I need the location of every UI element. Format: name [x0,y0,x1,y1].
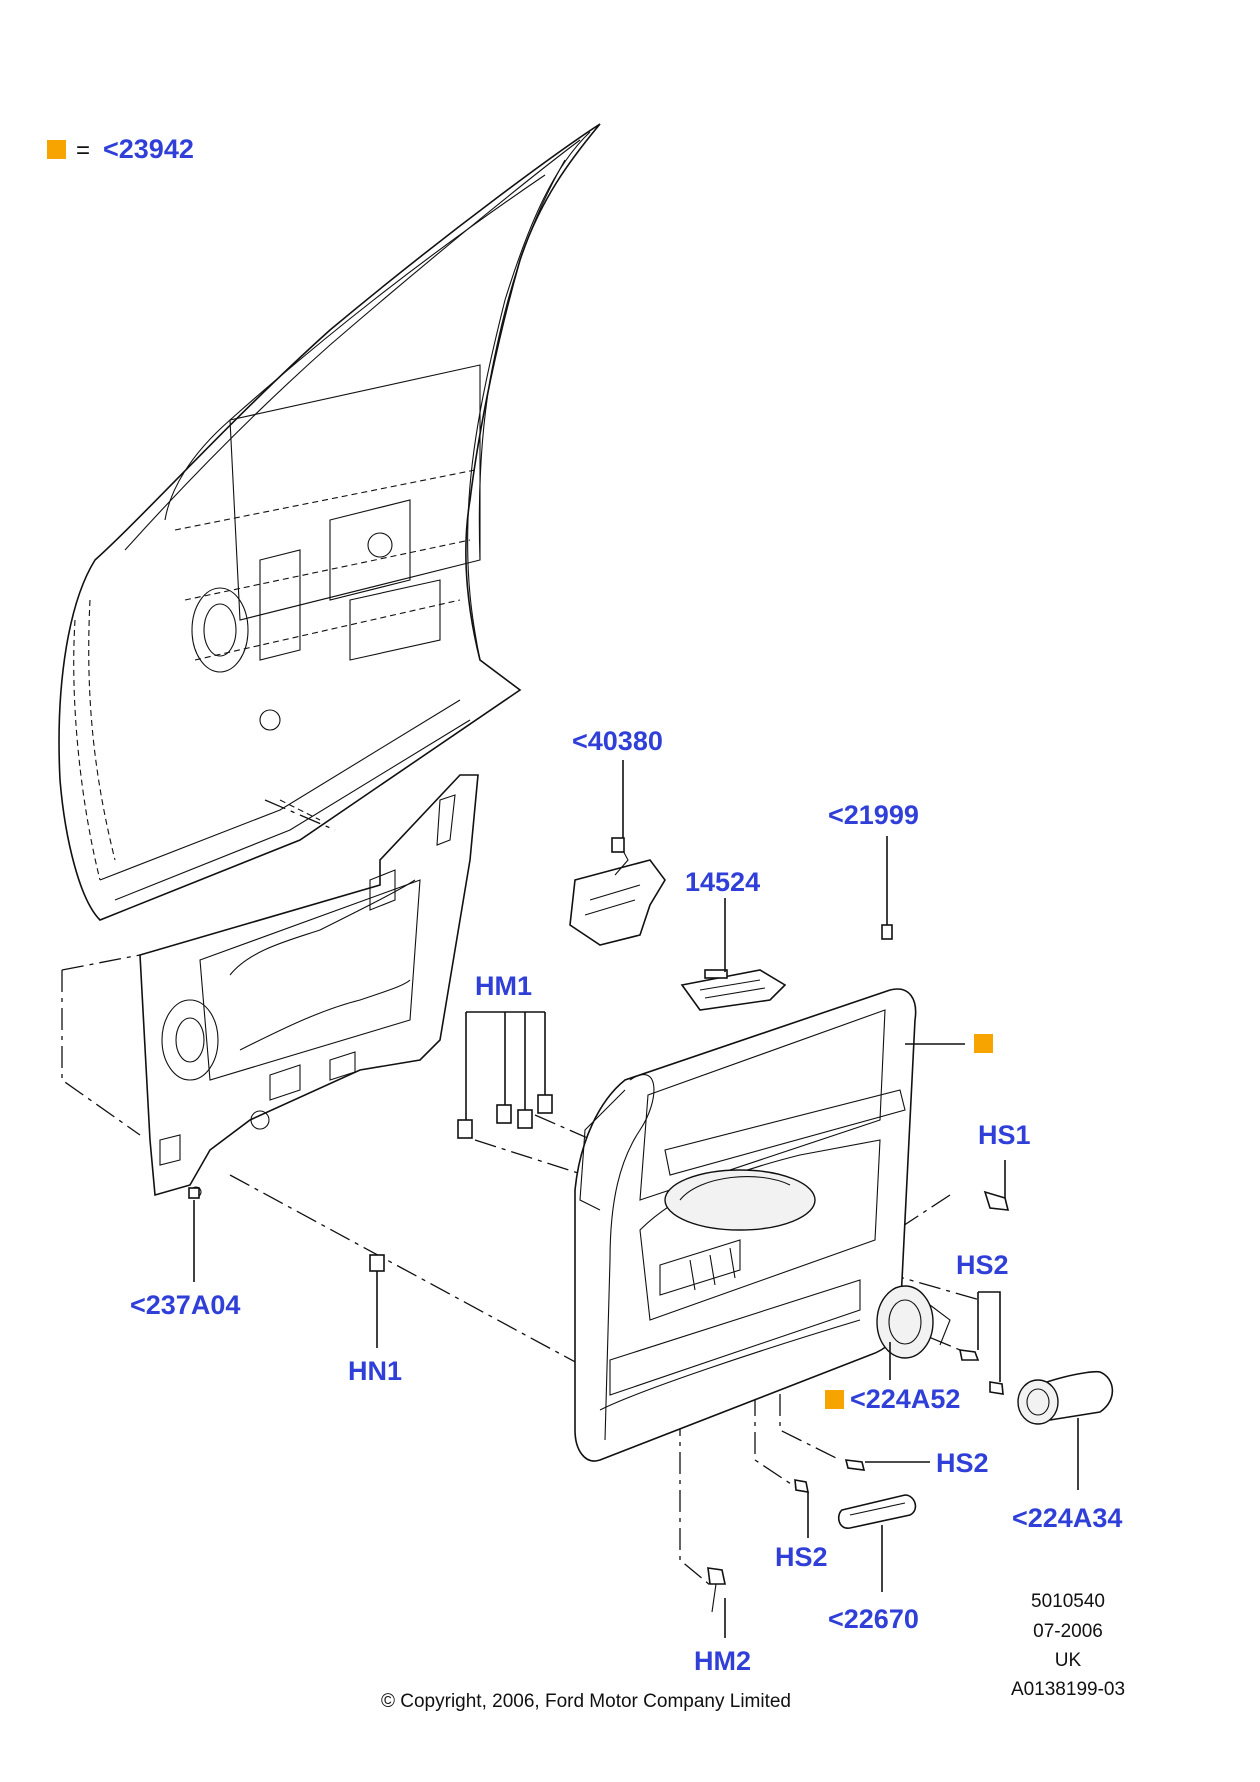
callout-237a04[interactable]: <237A04 [130,1290,240,1320]
door-shell-drawing [58,123,601,921]
callout-hm2[interactable]: HM2 [694,1646,751,1676]
callout-224a34[interactable]: <224A34 [1012,1503,1122,1533]
callout-hs1[interactable]: HS1 [978,1120,1031,1150]
callout-hn1[interactable]: HN1 [348,1356,402,1386]
info-block: 5010540 07-2006 UK A0138199-03 [1011,1591,1125,1700]
legend-marker [47,140,66,159]
legend-equals: = [76,137,90,164]
door-trim-panel-drawing [574,988,917,1462]
callout-hm1[interactable]: HM1 [475,971,532,1001]
callout-labels: <40380 <21999 14524 HM1 HS1 HS2 <224A52 … [130,726,1122,1676]
info-line-2: 07-2006 [1033,1621,1103,1642]
info-line-4: A0138199-03 [1011,1679,1125,1700]
info-line-3: UK [1055,1650,1082,1671]
callout-14524[interactable]: 14524 [685,867,760,897]
info-line-1: 5010540 [1031,1591,1105,1612]
small-parts-drawing [188,837,1114,1613]
callout-21999[interactable]: <21999 [828,800,919,830]
callout-hs2-middle[interactable]: HS2 [936,1448,989,1478]
callout-hs2-lower[interactable]: HS2 [775,1542,828,1572]
marker-panel [974,1034,993,1053]
inner-panel-drawing [61,774,479,1198]
legend: = <23942 [47,134,194,164]
callout-hs2-upper[interactable]: HS2 [956,1250,1009,1280]
callout-22670[interactable]: <22670 [828,1604,919,1634]
legend-ref[interactable]: <23942 [103,134,194,164]
marker-224a52 [825,1390,844,1409]
copyright: © Copyright, 2006, Ford Motor Company Li… [381,1691,791,1712]
leader-lines [193,760,1079,1638]
callout-224a52[interactable]: <224A52 [850,1384,960,1414]
callout-40380[interactable]: <40380 [572,726,663,756]
